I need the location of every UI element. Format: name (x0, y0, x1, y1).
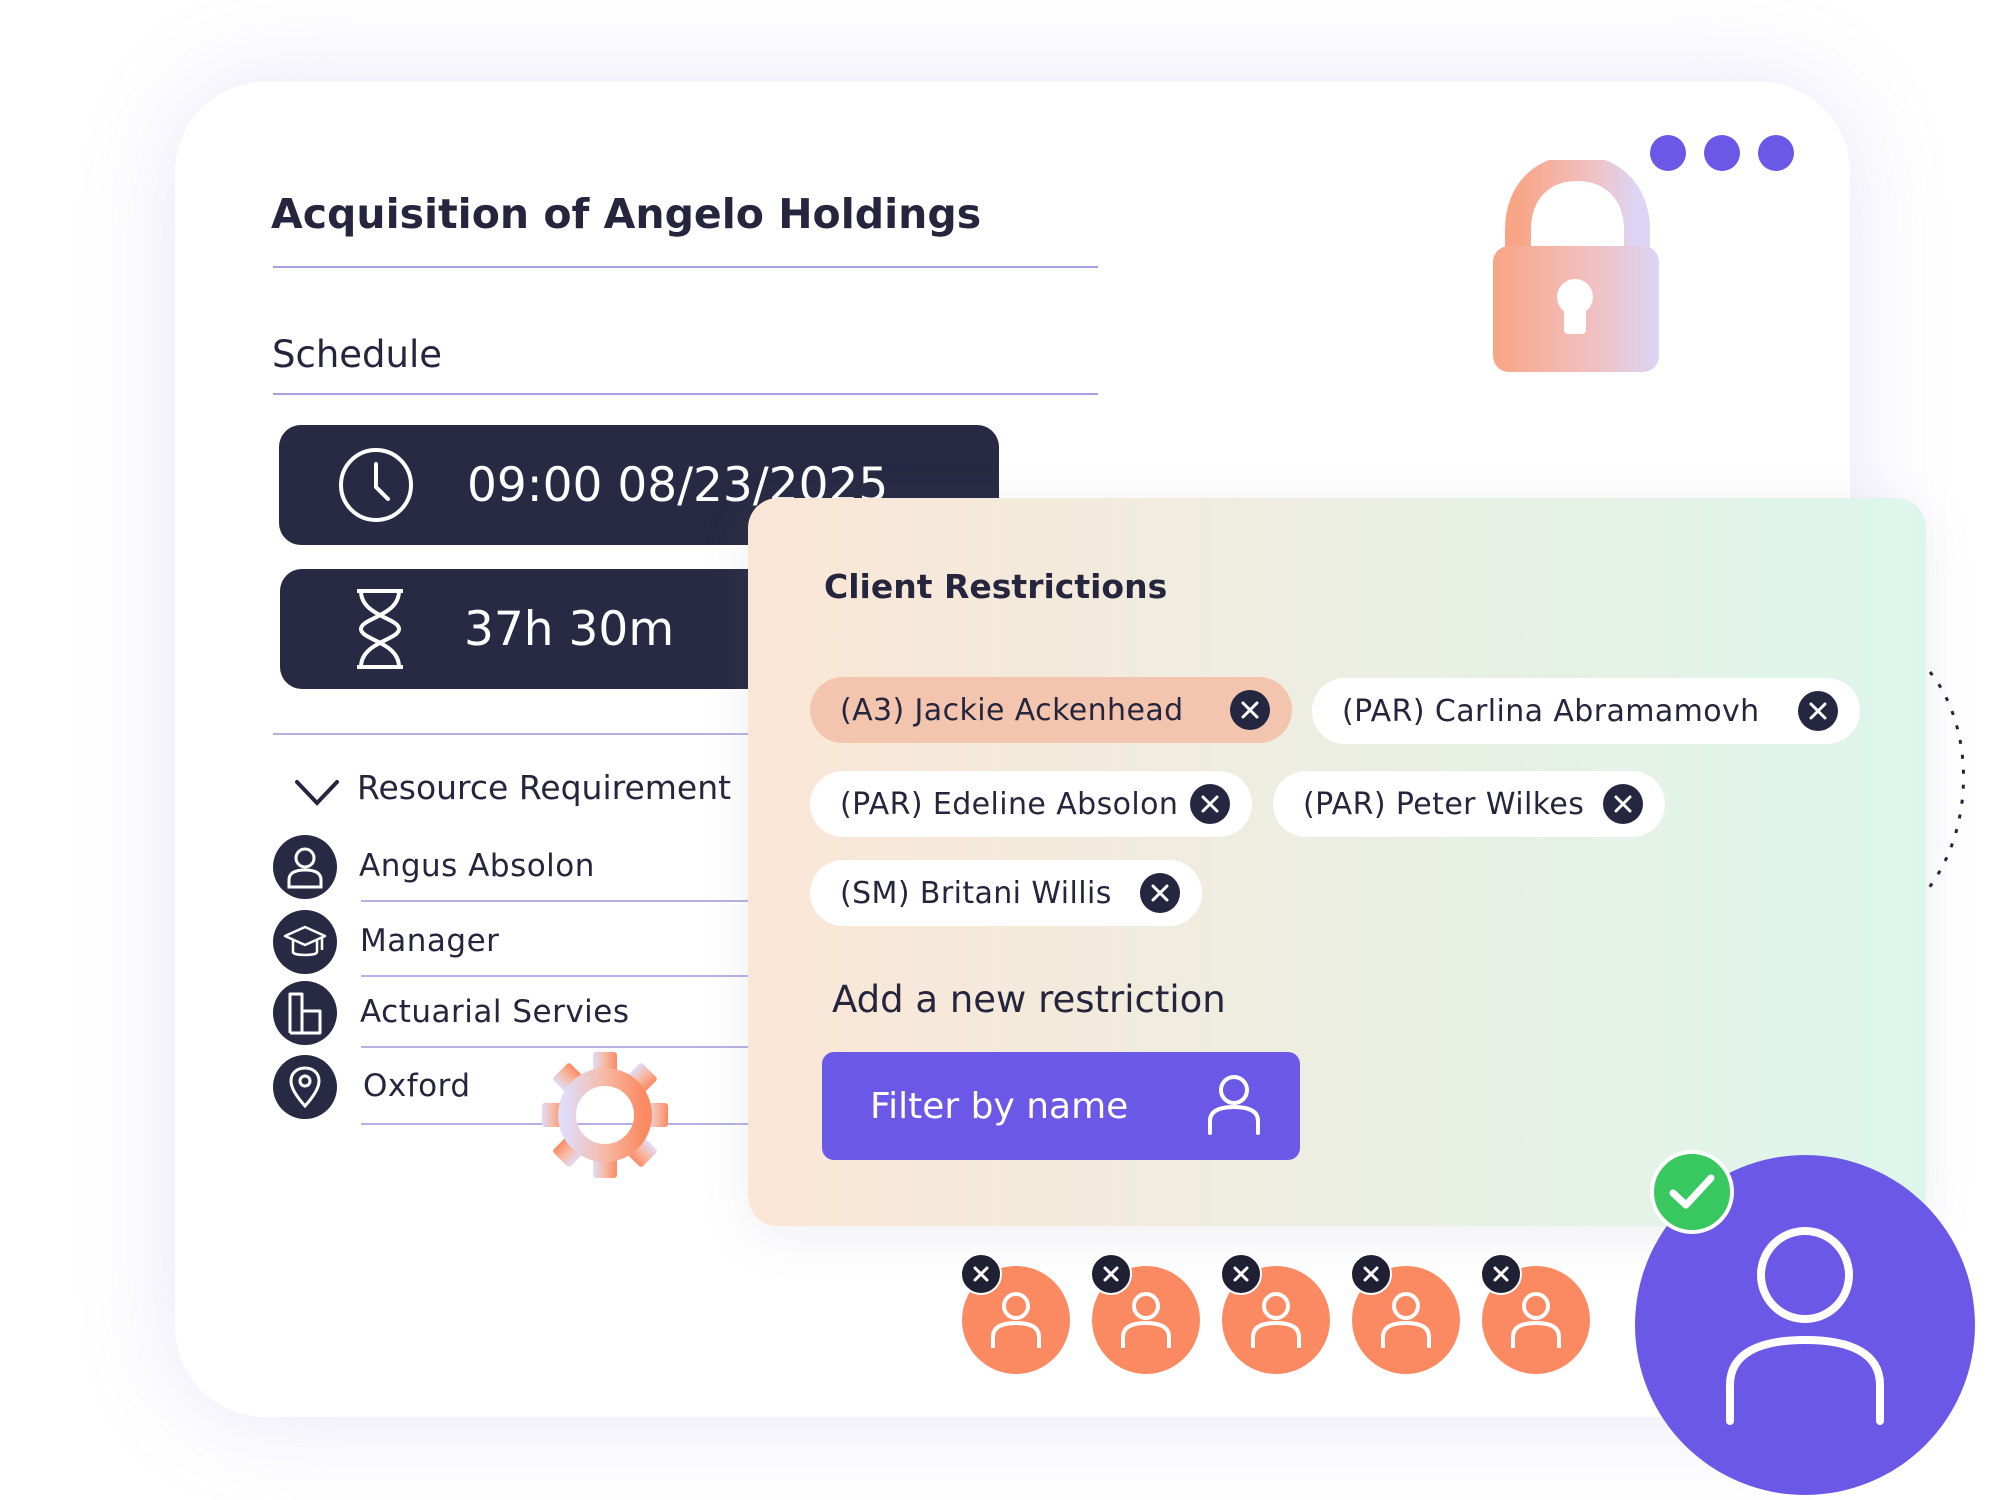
resource-heading: Resource Requirement (357, 768, 732, 807)
page-title: Acquisition of Angelo Holdings (271, 190, 982, 238)
location-pin-icon (273, 1055, 337, 1119)
client-restrictions-heading: Client Restrictions (824, 567, 1168, 606)
restriction-chip[interactable]: (PAR) Peter Wilkes (1273, 771, 1665, 837)
lock-icon (1490, 154, 1665, 379)
resource-item-label: Oxford (363, 1068, 471, 1104)
duration-value: 37h 30m (464, 601, 675, 657)
person-icon (1206, 1073, 1262, 1139)
resource-row-divider (361, 975, 748, 977)
close-icon[interactable] (1603, 784, 1643, 824)
person-icon (1251, 1292, 1301, 1348)
menu-dot (1758, 135, 1794, 171)
graduation-cap-icon (273, 910, 337, 974)
resource-row-divider (361, 900, 748, 902)
restriction-chip[interactable]: (PAR) Edeline Absolon (810, 771, 1252, 837)
clock-icon (337, 446, 415, 524)
resource-item-label: Manager (360, 923, 500, 959)
filter-placeholder: Filter by name (870, 1085, 1129, 1127)
restriction-chip-label: (PAR) Peter Wilkes (1303, 786, 1585, 822)
schedule-heading: Schedule (272, 333, 443, 376)
close-icon[interactable] (1190, 784, 1230, 824)
resource-row-divider (361, 1046, 748, 1048)
person-icon (273, 835, 337, 899)
restriction-chip-label: (A3) Jackie Ackenhead (840, 692, 1184, 728)
person-icon (1511, 1292, 1561, 1348)
menu-dot (1650, 135, 1686, 171)
title-divider (273, 266, 1098, 268)
close-icon[interactable] (1798, 691, 1838, 731)
person-icon (991, 1292, 1041, 1348)
restriction-chip-label: (PAR) Edeline Absolon (840, 786, 1179, 822)
close-icon[interactable] (1090, 1253, 1132, 1295)
schedule-divider (273, 393, 1098, 395)
restriction-chip-label: (PAR) Carlina Abramamovh (1342, 693, 1760, 729)
restriction-chip[interactable]: (PAR) Carlina Abramamovh (1312, 678, 1860, 744)
filter-by-name-input[interactable]: Filter by name (822, 1052, 1300, 1160)
close-icon[interactable] (1220, 1253, 1262, 1295)
building-icon (273, 981, 337, 1045)
hourglass-icon (352, 588, 408, 670)
chevron-down-icon (295, 780, 339, 806)
resource-item-label: Angus Absolon (359, 848, 595, 884)
close-icon[interactable] (1140, 873, 1180, 913)
restricted-avatars-row (960, 1253, 1602, 1383)
avatar[interactable] (962, 1266, 1070, 1374)
close-icon[interactable] (1230, 690, 1270, 730)
restriction-chip[interactable]: (SM) Britani Willis (810, 860, 1202, 926)
window-menu-dots[interactable] (1650, 135, 1794, 171)
restriction-chip[interactable]: (A3) Jackie Ackenhead (810, 677, 1292, 743)
check-icon (1650, 1150, 1734, 1234)
schedule-bottom-divider (273, 733, 748, 735)
person-icon (1381, 1292, 1431, 1348)
gear-icon (540, 1050, 670, 1184)
resource-item-label: Actuarial Servies (360, 994, 630, 1030)
restriction-chip-label: (SM) Britani Willis (840, 875, 1112, 911)
close-icon[interactable] (1480, 1253, 1522, 1295)
resource-collapse-toggle[interactable] (294, 778, 340, 812)
person-icon (1726, 1227, 1884, 1425)
menu-dot (1704, 135, 1740, 171)
close-icon[interactable] (960, 1253, 1002, 1295)
person-icon (1121, 1292, 1171, 1348)
add-restriction-heading: Add a new restriction (832, 978, 1226, 1021)
close-icon[interactable] (1350, 1253, 1392, 1295)
